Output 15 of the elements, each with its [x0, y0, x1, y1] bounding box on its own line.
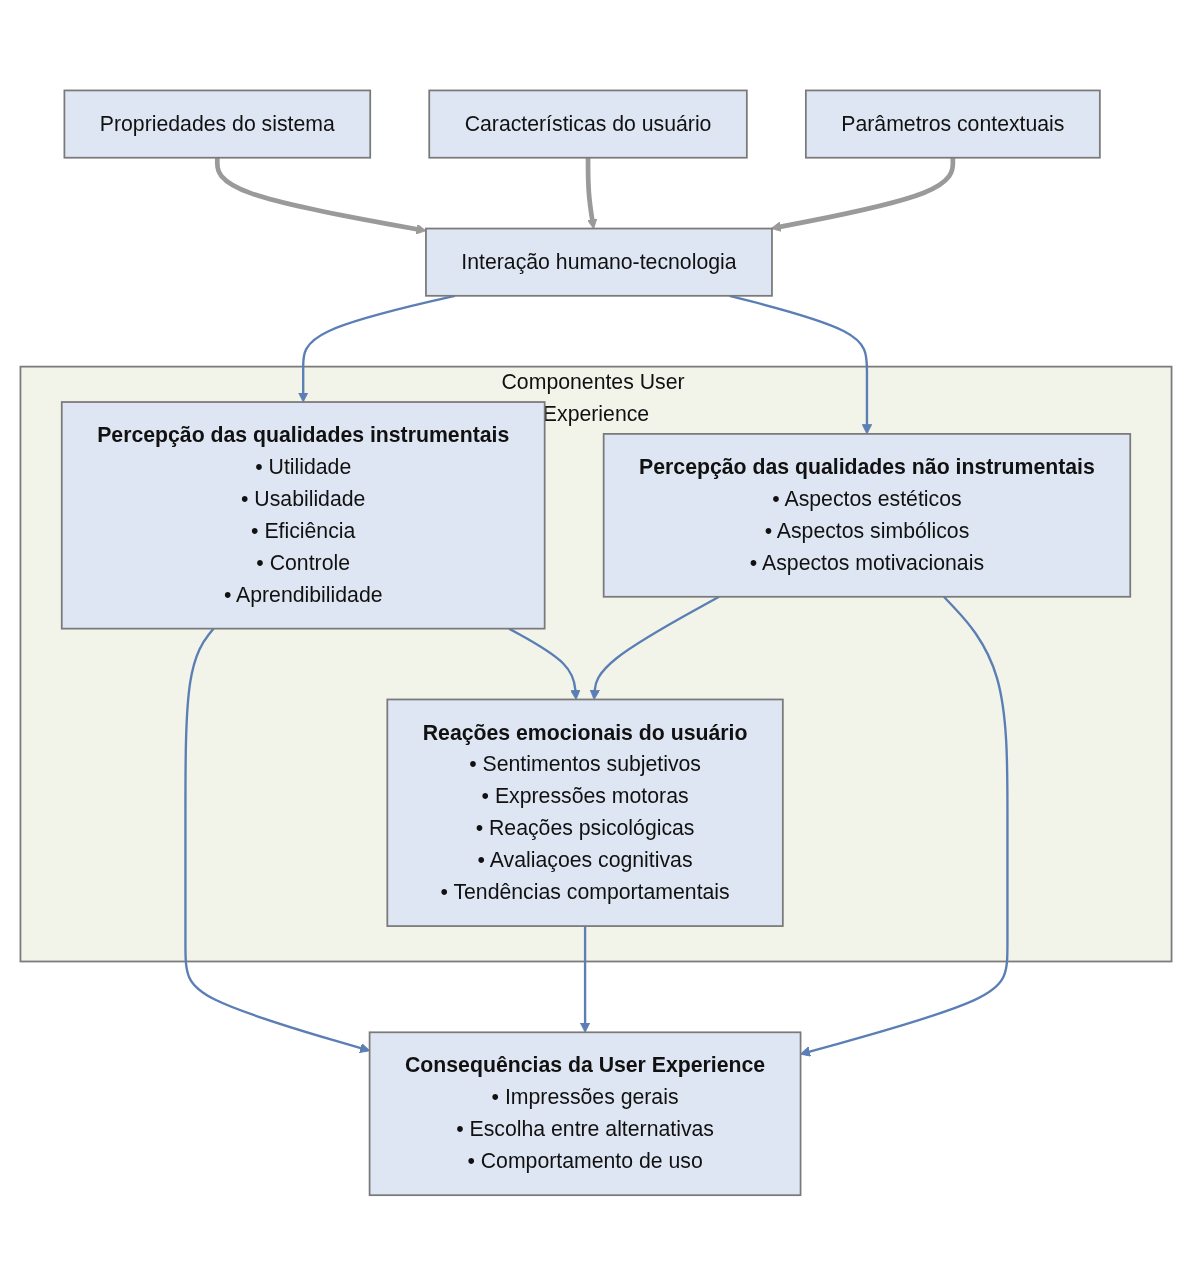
node-box: Reações emocionais do usuário • Sentimentos subjetivos • Expressões motoras • Reações psicológicas • Avaliaçoes cognitivas • Tendências comportamentais [385, 698, 784, 928]
arrow [579, 926, 590, 1033]
arrow [770, 157, 955, 232]
arrow [585, 157, 597, 230]
arrow [214, 157, 426, 235]
node-box: Interação humano-tecnologia [424, 227, 773, 297]
node-box: Características do usuário [427, 89, 748, 159]
node-box: Percepção das qualidades instrumentais • Utilidade • Usabilidade • Eficiência • Controle • Aprendibilidade [60, 401, 546, 630]
arrow [589, 595, 720, 701]
arrow [507, 627, 580, 701]
node-box: Consequências da User Experience • Impressões gerais • Escolha entre alternativas • Comportamento de uso [368, 1031, 801, 1197]
node-box: Percepção das qualidades não instrumentais • Aspectos estéticos • Aspectos simbólicos • Aspectos motivacionais [602, 433, 1131, 598]
arrow [183, 628, 370, 1054]
node-box: Propriedades do sistema [63, 89, 371, 159]
node-box: Parâmetros contextuais [804, 89, 1101, 159]
